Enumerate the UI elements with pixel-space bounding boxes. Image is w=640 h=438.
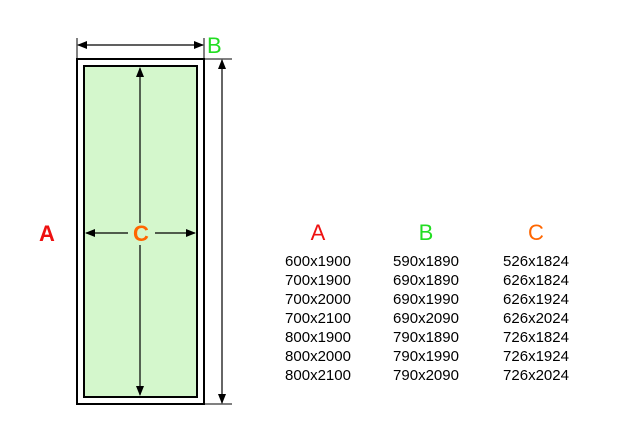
table-cell: 600x1900 (285, 253, 351, 270)
table-cell: 690x1990 (393, 291, 459, 308)
table-row: 800x1900 790x1890 726x1824 (268, 328, 588, 347)
table-row: 700x2100 690x2090 626x2024 (268, 309, 588, 328)
table-cell: 526x1824 (503, 253, 569, 270)
table-cell: 790x2090 (393, 367, 459, 384)
table-cell: 726x1924 (503, 348, 569, 365)
table-cell: 790x1990 (393, 348, 459, 365)
table-cell: 726x1824 (503, 329, 569, 346)
header-c: C (528, 220, 544, 245)
table-cell: 690x2090 (393, 310, 459, 327)
table-cell: 800x2100 (285, 367, 351, 384)
table-cell: 700x2000 (285, 291, 351, 308)
table-row: 600x1900 590x1890 526x1824 (268, 252, 588, 271)
header-b: B (418, 220, 434, 245)
table-cell: 800x2000 (285, 348, 351, 365)
table-cell: 590x1890 (393, 253, 459, 270)
table-row: 700x1900 690x1890 626x1824 (268, 271, 588, 290)
table-cell: 800x1900 (285, 329, 351, 346)
table-cell: 626x2024 (503, 310, 569, 327)
size-table: A B C 600x1900 590x1890 526x1824 700x1900 69… (268, 222, 588, 385)
label-c: C (131, 221, 151, 246)
label-a: A (39, 221, 55, 246)
table-cell: 700x2100 (285, 310, 351, 327)
table-cell: 626x1824 (503, 272, 569, 289)
table-row: 800x2000 790x1990 726x1924 (268, 347, 588, 366)
table-cell: 700x1900 (285, 272, 351, 289)
header-a: A (310, 220, 326, 245)
table-cell: 690x1890 (393, 272, 459, 289)
table-cell: 790x1890 (393, 329, 459, 346)
size-table-header-row: A B C (268, 222, 588, 252)
table-cell: 626x1924 (503, 291, 569, 308)
table-row: 800x2100 790x2090 726x2024 (268, 366, 588, 385)
table-cell: 726x2024 (503, 367, 569, 384)
table-row: 700x2000 690x1990 626x1924 (268, 290, 588, 309)
label-b: B (207, 33, 222, 58)
